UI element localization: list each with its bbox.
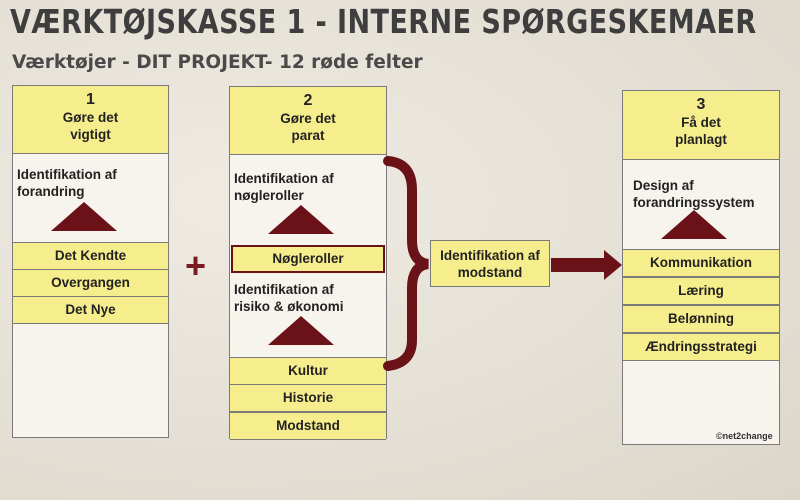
column-1-number: 1 xyxy=(86,91,95,108)
arrow-head-icon xyxy=(604,250,622,280)
column-3-number: 3 xyxy=(696,96,706,113)
column-1-item: Overgangen xyxy=(13,269,168,297)
page-subtitle: Værktøjer - DIT PROJEKT- 12 røde felter xyxy=(12,52,423,73)
column-2: 2 Gøre det parat Identifikation af nøgle… xyxy=(229,86,387,440)
resistance-box: Identifikation af modstand xyxy=(430,240,550,287)
column-1-item: Det Nye xyxy=(13,296,168,324)
column-3-item: Læring xyxy=(623,277,779,305)
column-2-section-a-line2: nøgleroller xyxy=(234,188,304,203)
column-2-section-a: Identifikation af nøgleroller xyxy=(234,170,334,204)
column-3-section-line2: forandringssystem xyxy=(633,195,755,210)
column-3-section-line1: Design af xyxy=(633,178,694,193)
column-3: 3 Få det planlagt Design af forandringss… xyxy=(622,90,780,445)
column-3-item: Belønning xyxy=(623,305,779,333)
column-3-triangle-icon xyxy=(661,210,727,239)
column-3-item: Kommunikation xyxy=(623,249,779,277)
column-2-item: Modstand xyxy=(230,412,386,440)
column-1-item: Det Kendte xyxy=(13,242,168,270)
column-2-header: 2 Gøre det parat xyxy=(230,87,386,155)
curly-brace-icon xyxy=(383,156,430,371)
column-3-label-line1: Få det xyxy=(681,115,721,130)
column-3-section: Design af forandringssystem xyxy=(633,177,755,211)
column-1-label-line2: vigtigt xyxy=(70,127,111,142)
column-2-section-b: Identifikation af risiko & økonomi xyxy=(234,281,344,315)
copyright: ©net2change xyxy=(716,431,773,441)
column-1-header: 1 Gøre det vigtigt xyxy=(13,86,168,154)
column-2-item: Historie xyxy=(230,384,386,412)
page-title: VÆRKTØJSKASSE 1 - INTERNE SPØRGESKEMAER xyxy=(10,2,757,41)
column-1-triangle-icon xyxy=(51,202,117,231)
resistance-line1: Identifikation af xyxy=(440,248,540,263)
column-1-label-line1: Gøre det xyxy=(62,110,119,125)
column-1-section-line2: forandring xyxy=(17,184,85,199)
column-2-triangle-icon-b xyxy=(268,316,334,345)
column-3-item: Ændringsstrategi xyxy=(623,333,779,361)
column-3-label-line2: planlagt xyxy=(675,132,727,147)
column-2-section-b-line1: Identifikation af xyxy=(234,282,334,297)
plus-icon: + xyxy=(185,245,207,286)
column-1-section-line1: Identifikation af xyxy=(17,167,117,182)
column-2-section-b-line2: risiko & økonomi xyxy=(234,299,344,314)
column-2-label-line1: Gøre det xyxy=(280,111,336,126)
column-3-header: 3 Få det planlagt xyxy=(623,91,779,160)
column-1-section: Identifikation af forandring xyxy=(17,166,117,200)
column-2-label-line2: parat xyxy=(291,128,325,143)
column-2-item: Kultur xyxy=(230,357,386,385)
column-2-section-a-line1: Identifikation af xyxy=(234,171,334,186)
column-2-triangle-icon-a xyxy=(268,205,334,234)
column-2-number: 2 xyxy=(303,92,313,109)
column-2-highlight-item: Nøgleroller xyxy=(231,245,385,273)
arrow-shaft-icon xyxy=(551,258,607,272)
column-1: 1 Gøre det vigtigt Identifikation af for… xyxy=(12,85,169,438)
resistance-line2: modstand xyxy=(457,265,523,280)
